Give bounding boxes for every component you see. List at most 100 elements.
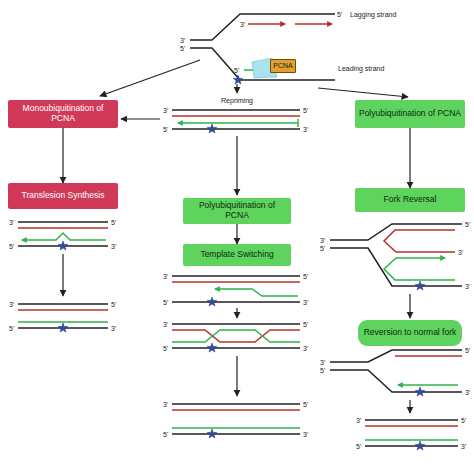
primer-tick (297, 119, 299, 127)
lesion-star (415, 441, 425, 450)
flow-arrow (236, 308, 237, 318)
strand-label: 3' (163, 273, 168, 280)
strand-label: 5' (163, 299, 168, 306)
box-text: Reversion to normal fork (364, 328, 457, 338)
strand-label: 3' (461, 443, 466, 450)
strand-label: 3' (111, 243, 116, 250)
process-box: Monoubiquitination of PCNA (8, 100, 118, 128)
strand-label: 5' (9, 243, 14, 250)
box-text: Fork Reversal (384, 195, 437, 205)
okazaki-fragment (295, 23, 332, 25)
dna-strand (172, 347, 300, 349)
flow-arrow (318, 88, 408, 97)
box-text: Polyubiquitination of PCNA (186, 201, 288, 221)
process-box: Polyubiquitination of PCNA (355, 100, 465, 128)
lesion-star (58, 241, 68, 250)
strand-label: 3' (465, 389, 470, 396)
dna-strand (330, 248, 462, 286)
dna-strand (190, 14, 335, 40)
flow-arrow (236, 136, 237, 195)
lesion-star (58, 323, 68, 332)
dna-strand (172, 115, 300, 117)
dna-strand (172, 330, 300, 342)
strand-label: 5' (111, 219, 116, 226)
dna-strand (172, 403, 300, 405)
dna-strand (365, 425, 458, 427)
strand-label: 5' (163, 345, 168, 352)
dna-strand (172, 433, 300, 435)
process-box: Template Switching (183, 244, 291, 266)
strand-label: 3' (465, 283, 470, 290)
nascent-strand (172, 330, 300, 342)
flow-arrow (236, 84, 237, 93)
strand-label: 3' (180, 37, 185, 44)
process-box: Polyubiquitination of PCNA (183, 198, 291, 224)
lesion-star (233, 75, 243, 84)
nascent-strand (178, 122, 298, 124)
strand-label: 5' (163, 126, 168, 133)
protein-box: PCNA (270, 59, 296, 73)
lesion-star (415, 387, 425, 396)
strand-label: 5' (234, 67, 239, 74)
dna-strand (365, 445, 458, 447)
dna-strand (18, 303, 108, 305)
dna-strand (395, 355, 462, 357)
dna-strand (330, 350, 462, 362)
lesion-star (207, 429, 217, 438)
strand-label: 5' (9, 325, 14, 332)
lesion-star (415, 281, 425, 290)
lesion-star (207, 343, 217, 352)
flow-arrow (121, 118, 160, 119)
strand-label: 5' (320, 245, 325, 252)
strand-label: 3' (163, 107, 168, 114)
dna-strand (384, 230, 455, 252)
strand-label: 5' (465, 221, 470, 228)
flow-arrow (62, 254, 63, 296)
strand-label: 3' (320, 237, 325, 244)
okazaki-fragment (248, 23, 285, 25)
nascent-strand (215, 289, 298, 296)
strand-label: Lagging strand (350, 11, 396, 18)
strand-label: 3' (163, 321, 168, 328)
box-text: Polyubiquitination of PCNA (359, 109, 461, 119)
process-box: Reversion to normal fork (358, 320, 462, 346)
dna-strand (18, 221, 108, 223)
dna-strand (172, 128, 300, 130)
dna-strand (18, 309, 108, 311)
strand-label: 3' (458, 249, 463, 256)
nascent-strand (172, 427, 300, 429)
process-box: Translesion Synthesis (8, 183, 118, 209)
nascent-strand (22, 233, 106, 240)
box-text: Monoubiquitination of PCNA (11, 104, 115, 124)
lesion-star (207, 124, 217, 133)
strand-label: 5' (461, 417, 466, 424)
dna-strand (330, 224, 462, 240)
flow-arrow (236, 224, 237, 244)
dna-strand (172, 281, 300, 283)
lesion-star (207, 297, 217, 306)
strand-label: 3' (9, 219, 14, 226)
box-text: Translesion Synthesis (22, 191, 105, 201)
strand-label: 5' (163, 431, 168, 438)
strand-label: 3' (303, 431, 308, 438)
strand-label: 3' (356, 417, 361, 424)
dna-strand (172, 275, 300, 277)
strand-label: 5' (303, 321, 308, 328)
dna-strand (172, 301, 300, 303)
strand-label: 5' (303, 107, 308, 114)
strand-label: 3' (9, 301, 14, 308)
dna-strand (18, 227, 108, 229)
strand-label: 5' (111, 301, 116, 308)
strand-label: 3' (163, 401, 168, 408)
strand-label: 5' (465, 347, 470, 354)
strand-label: 5' (337, 11, 342, 18)
strand-label: 5' (303, 273, 308, 280)
nascent-strand (398, 384, 458, 386)
strand-label: 3' (303, 345, 308, 352)
flow-arrow (100, 60, 200, 96)
flow-arrow (62, 128, 63, 183)
box-text: PCNA (273, 62, 292, 70)
dna-strand (172, 323, 300, 325)
